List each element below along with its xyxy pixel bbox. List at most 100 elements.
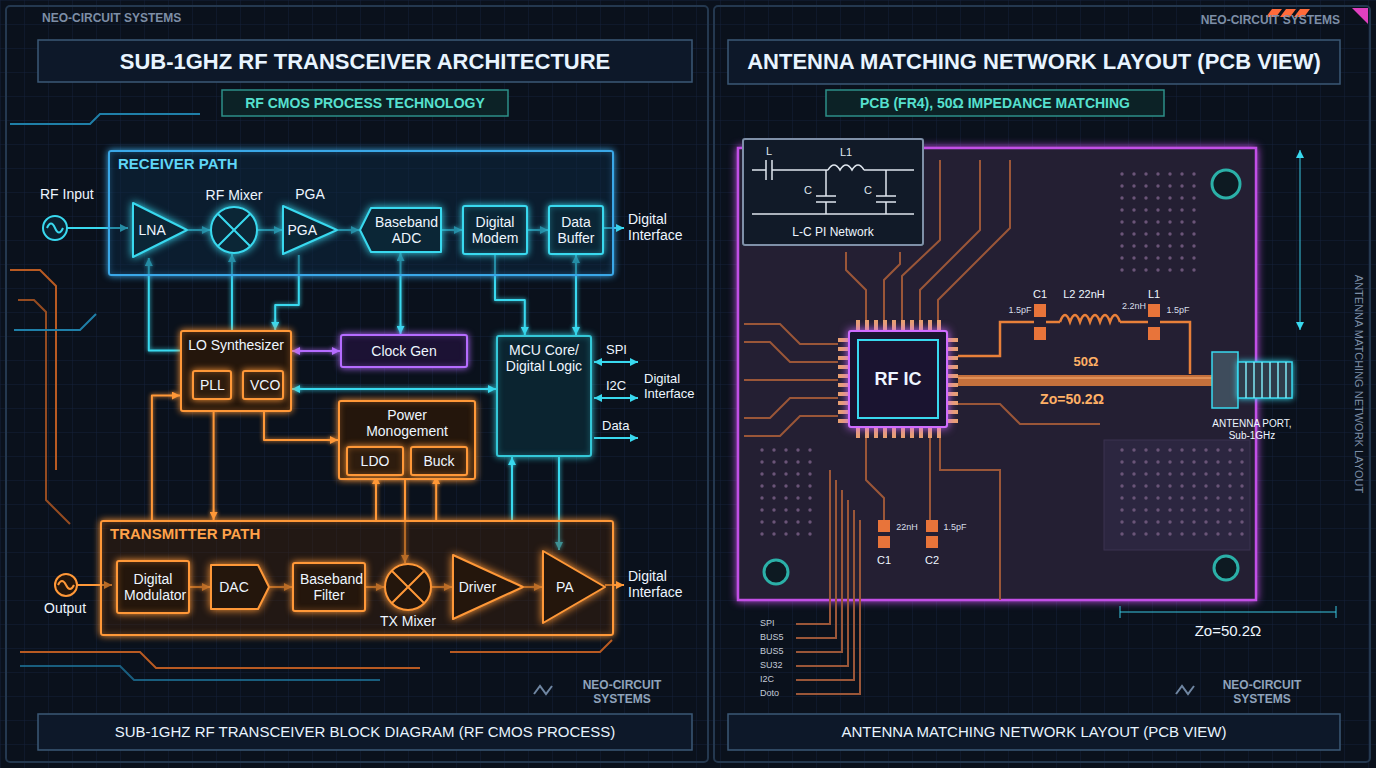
signal-arrow bbox=[594, 397, 638, 399]
node-text: Clock Gen bbox=[348, 343, 460, 359]
copper-trace bbox=[744, 416, 838, 436]
sma-connector bbox=[1238, 362, 1292, 398]
node-text: PA bbox=[546, 579, 584, 595]
process-box: Data Buffer bbox=[548, 205, 604, 255]
subtitle: PCB (FR4), 50Ω IMPEDANCE MATCHING bbox=[860, 95, 1130, 111]
inset-ground bbox=[742, 138, 924, 246]
smd-pad bbox=[878, 520, 890, 532]
mixer-outline bbox=[211, 207, 257, 253]
logo-text: NEO-CIRCUIT SYSTEMS bbox=[1202, 679, 1322, 707]
part-name: C1 bbox=[1033, 288, 1047, 301]
node-text: DAC bbox=[214, 579, 254, 595]
part-value: 2.2nH bbox=[1122, 301, 1146, 311]
signal-name: SPI bbox=[606, 343, 627, 358]
mounting-hole bbox=[764, 560, 788, 584]
mixer-circle-outline bbox=[384, 563, 432, 611]
circuit-trace bbox=[14, 314, 96, 330]
signal-connector bbox=[292, 350, 340, 352]
transmission-line bbox=[958, 375, 1212, 386]
mixer-cross bbox=[392, 571, 425, 604]
circuit-trace bbox=[450, 640, 612, 652]
smd-pad bbox=[1034, 327, 1046, 340]
part-name: L1 bbox=[1148, 288, 1160, 301]
mcu-box: MCU Core/ Digital Logic bbox=[496, 335, 592, 457]
node-text: VCO bbox=[250, 377, 276, 393]
impedance-label: Zo=50.2Ω bbox=[1040, 391, 1104, 407]
pin-name: BUS5 bbox=[760, 632, 784, 642]
part-name: C2 bbox=[925, 554, 939, 567]
diagram-caption: SUB-1GHZ RF TRANSCEIVER BLOCK DIAGRAM (R… bbox=[115, 723, 616, 740]
title-bar bbox=[728, 40, 1340, 84]
copper-trace bbox=[796, 470, 830, 624]
copper-trace bbox=[744, 160, 1100, 694]
signal-name: Digital Interface bbox=[628, 211, 700, 243]
node-content: LNA bbox=[132, 202, 168, 258]
node-content: LDO bbox=[348, 448, 402, 474]
via-array bbox=[1112, 166, 1202, 274]
panel-caption: ANTENNA MATCHING NETWORK LAYOUT (PCB VIE… bbox=[841, 723, 1226, 740]
panel-frame bbox=[714, 6, 1370, 762]
node-content: Data Buffer bbox=[550, 207, 602, 253]
title-bar bbox=[728, 714, 1340, 750]
copper-trace bbox=[796, 520, 860, 694]
mixer-circle-outline bbox=[210, 206, 258, 254]
smd-pad bbox=[926, 536, 938, 548]
mixer-cross bbox=[218, 214, 251, 247]
part-value: 1.5pF bbox=[1008, 305, 1031, 315]
pin-name: SU32 bbox=[760, 660, 783, 670]
amplifier-triangle-outline bbox=[542, 550, 606, 624]
node-content: Digital Modem bbox=[464, 207, 526, 253]
part-name: L bbox=[766, 145, 772, 158]
copper-trace bbox=[846, 252, 866, 320]
node-label: PGA bbox=[295, 186, 325, 202]
shape-outline bbox=[283, 206, 337, 254]
node-text: L-C PI Network bbox=[750, 226, 916, 240]
band-heading: TRANSMITTER PATH bbox=[110, 525, 260, 542]
node-text: LNA bbox=[136, 222, 168, 238]
pi-network-schematic bbox=[752, 160, 828, 180]
node-content: Driver bbox=[452, 554, 499, 620]
node-text: Buck bbox=[418, 453, 460, 469]
matching-trace bbox=[1160, 322, 1190, 374]
mounting-hole bbox=[1214, 556, 1238, 580]
ic-pin bbox=[856, 320, 942, 330]
node-text: RF IC bbox=[856, 369, 940, 390]
copper-trace bbox=[866, 438, 884, 520]
title-bar bbox=[38, 714, 692, 750]
part-name: L1 bbox=[840, 146, 852, 159]
matching-trace bbox=[1120, 321, 1148, 324]
matching-trace bbox=[958, 322, 1034, 356]
power-box: Power MonogementLDOBuck bbox=[338, 400, 476, 480]
copper-trace bbox=[744, 342, 838, 362]
logo-text: NEO-CIRCUIT SYSTEMS bbox=[562, 679, 682, 707]
pin-name: Doto bbox=[760, 688, 779, 698]
signal-source bbox=[43, 216, 67, 240]
copper-trace bbox=[938, 160, 1010, 320]
node-content: RF IC bbox=[850, 332, 946, 426]
signal-source bbox=[47, 224, 63, 233]
sub-block: PLL bbox=[192, 370, 232, 400]
ground-pour bbox=[1104, 440, 1250, 550]
signal-connector bbox=[375, 476, 377, 520]
process-box: Baseband Filter bbox=[292, 562, 366, 612]
shape-outline bbox=[360, 208, 441, 252]
node-content: DAC bbox=[210, 564, 258, 610]
band-heading: RECEIVER PATH bbox=[118, 155, 237, 172]
mounting-hole bbox=[1212, 170, 1240, 198]
signal-name: Digital Interface bbox=[628, 568, 700, 600]
pin-name: SPI bbox=[760, 618, 775, 628]
pin-name: I2C bbox=[760, 674, 774, 684]
ic-pin bbox=[843, 325, 953, 433]
matching-trace bbox=[1046, 321, 1060, 324]
node-content bbox=[210, 206, 258, 254]
dimension-line bbox=[1120, 150, 1336, 618]
sma-connector bbox=[1246, 362, 1286, 398]
matching-trace bbox=[958, 315, 1190, 374]
impedance-label: Zo=50.2Ω bbox=[1195, 622, 1262, 639]
shape-outline bbox=[543, 551, 605, 623]
pi-network-schematic bbox=[752, 160, 914, 214]
copper-trace bbox=[940, 438, 1000, 600]
process-box: Digital Modulator bbox=[116, 560, 190, 614]
